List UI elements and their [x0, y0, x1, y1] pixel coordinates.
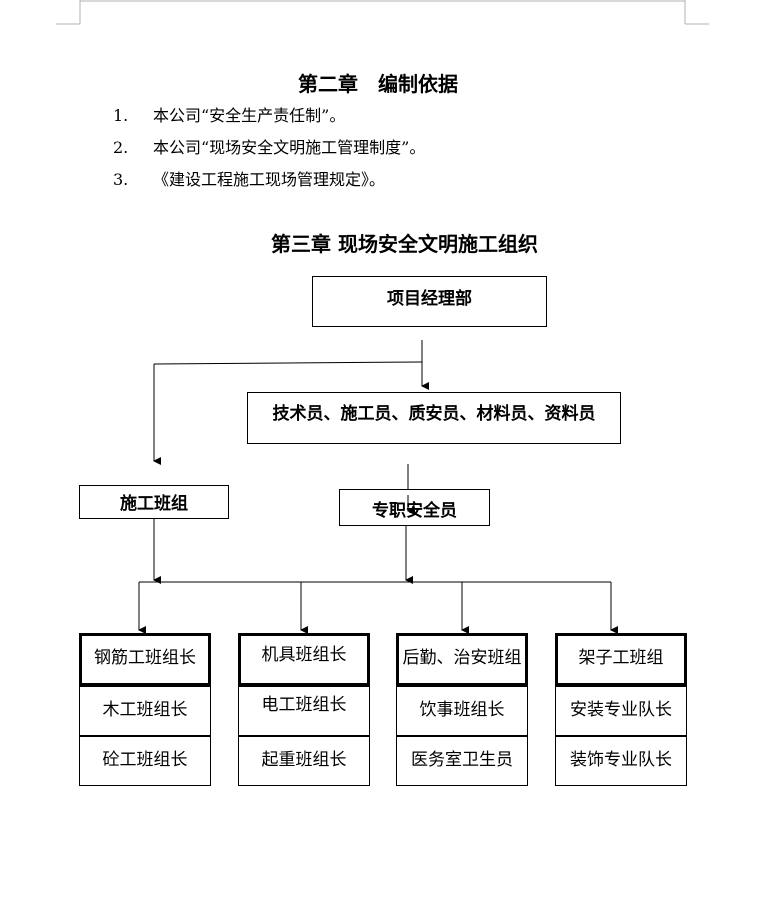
list-item-text: 本公司“现场安全文明施工管理制度”。: [153, 138, 426, 157]
chapter-2-title: 第二章 编制依据: [298, 72, 458, 96]
org-box-label: 技术员、施工员、质安员、材料员、资料员: [272, 404, 596, 424]
team-member-cell: 电工班组长: [238, 686, 370, 736]
team-member-cell: 装饰专业队长: [555, 736, 687, 786]
org-box-label: 项目经理部: [387, 289, 472, 309]
connector-branch-horizontal: [153, 361, 423, 365]
team-member-cell: 医务室卫生员: [396, 736, 528, 786]
list-item-text: 本公司“安全生产责任制”。: [153, 106, 346, 125]
team-lead-cell: 钢筋工班组长: [79, 633, 211, 686]
team-lead-cell: 架子工班组: [555, 633, 687, 686]
list-item: 3. 《建设工程施工现场管理规定》。: [113, 168, 425, 200]
org-box-label: 施工班组: [120, 494, 188, 514]
list-item: 1. 本公司“安全生产责任制”。: [113, 104, 425, 136]
list-item-text: 《建设工程施工现场管理规定》。: [153, 170, 386, 189]
org-box-staff: 技术员、施工员、质安员、材料员、资料员: [247, 392, 621, 444]
list-item-number: 3.: [113, 170, 129, 189]
list-item: 2. 本公司“现场安全文明施工管理制度”。: [113, 136, 425, 168]
team-lead-cell: 后勤、治安班组: [396, 633, 528, 686]
team-member-cell: 饮事班组长: [396, 686, 528, 736]
org-box-project-dept: 项目经理部: [312, 276, 547, 327]
team-member-cell: 木工班组长: [79, 686, 211, 736]
basis-list: 1. 本公司“安全生产责任制”。 2. 本公司“现场安全文明施工管理制度”。 3…: [113, 104, 425, 200]
team-lead-cell: 机具班组长: [238, 633, 370, 686]
team-member-cell: 砼工班组长: [79, 736, 211, 786]
org-box-work-crew: 施工班组: [79, 485, 229, 519]
list-item-number: 2.: [113, 138, 129, 157]
team-member-cell: 起重班组长: [238, 736, 370, 786]
team-member-cell: 安装专业队长: [555, 686, 687, 736]
chapter-3-title: 第三章 现场安全文明施工组织: [271, 232, 538, 256]
list-item-number: 1.: [113, 106, 129, 125]
